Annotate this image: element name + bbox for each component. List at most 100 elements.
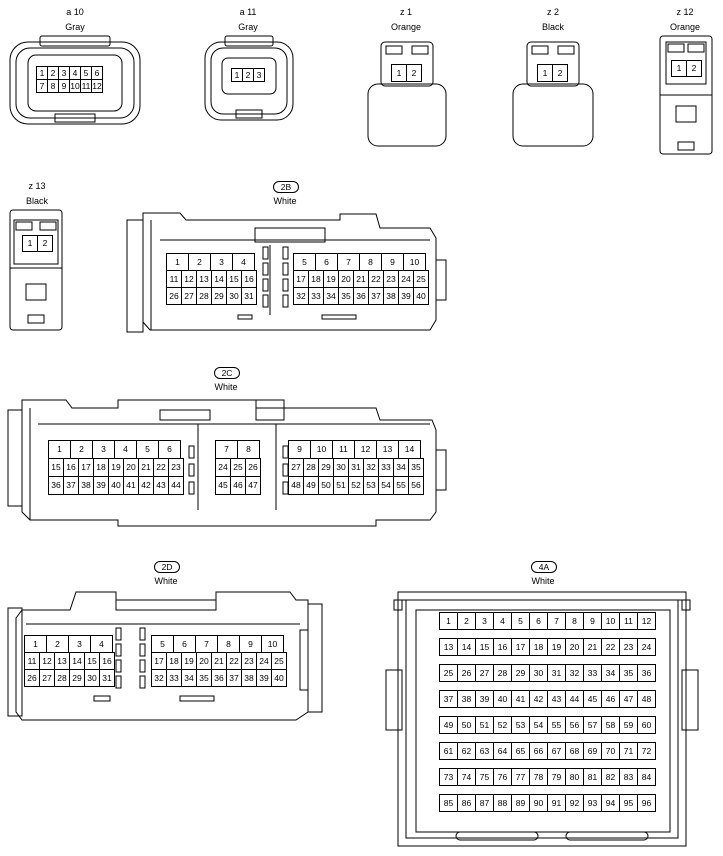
pin-4A-28: 28 (493, 664, 512, 682)
connector-a11-color: Gray (238, 22, 258, 32)
pin-2B-23: 23 (383, 270, 399, 288)
pin-2B-15: 15 (226, 270, 242, 288)
pin-2B-40: 40 (413, 287, 429, 305)
pin-2C-43: 43 (153, 476, 169, 495)
pin-2D-3: 3 (68, 635, 91, 653)
pin-4A-87: 87 (475, 794, 494, 812)
pin-z12-1: 1 (671, 60, 687, 77)
pin-4A-96: 96 (637, 794, 656, 812)
pin-2D-37: 37 (226, 669, 242, 687)
pin-2B-19: 19 (323, 270, 339, 288)
pin-4A-39: 39 (475, 690, 494, 708)
pin-2B-3: 3 (210, 253, 233, 271)
pin-z2-1: 1 (537, 64, 553, 82)
pin-2D-32: 32 (151, 669, 167, 687)
pin-2C-31: 31 (348, 458, 364, 477)
pin-2D-8: 8 (217, 635, 240, 653)
pin-2D-35: 35 (196, 669, 212, 687)
pin-4A-6: 6 (529, 612, 548, 630)
pin-z1-2: 2 (406, 64, 422, 82)
pin-4A-69: 69 (583, 742, 602, 760)
pin-2B-22: 22 (368, 270, 384, 288)
pin-4A-4: 4 (493, 612, 512, 630)
pin-4A-26: 26 (457, 664, 476, 682)
pin-2C-22: 22 (153, 458, 169, 477)
pin-4A-31: 31 (547, 664, 566, 682)
pin-4A-14: 14 (457, 638, 476, 656)
pin-2B-4: 4 (232, 253, 255, 271)
pin-2D-19: 19 (181, 652, 197, 670)
pin-2B-27: 27 (181, 287, 197, 305)
connector-z12-color: Orange (669, 22, 701, 32)
connector-a10-code: a 10 (66, 7, 84, 17)
pin-2D-38: 38 (241, 669, 257, 687)
pin-z12-2: 2 (686, 60, 702, 77)
connector-2C-code: 2C (214, 367, 240, 379)
pin-2D-6: 6 (173, 635, 196, 653)
pin-4A-17: 17 (511, 638, 530, 656)
pin-a10-12: 12 (91, 79, 103, 93)
pin-2C-16: 16 (63, 458, 79, 477)
pin-2B-30: 30 (226, 287, 242, 305)
pin-2C-50: 50 (318, 476, 334, 495)
pin-2C-54: 54 (378, 476, 394, 495)
pin-4A-33: 33 (583, 664, 602, 682)
pin-2C-28: 28 (303, 458, 319, 477)
pin-a10-7: 7 (36, 79, 48, 93)
pin-2B-32: 32 (293, 287, 309, 305)
pin-4A-70: 70 (601, 742, 620, 760)
pin-2C-36: 36 (48, 476, 64, 495)
pin-2C-46: 46 (230, 476, 246, 495)
pin-2D-29: 29 (69, 669, 85, 687)
pin-4A-85: 85 (439, 794, 458, 812)
pin-4A-93: 93 (583, 794, 602, 812)
connector-z2-code: z 2 (546, 7, 559, 17)
pin-2C-17: 17 (78, 458, 94, 477)
pin-4A-75: 75 (475, 768, 494, 786)
pin-4A-3: 3 (475, 612, 494, 630)
pin-4A-62: 62 (457, 742, 476, 760)
pin-2C-12: 12 (354, 440, 377, 459)
pin-2D-16: 16 (99, 652, 115, 670)
pin-4A-32: 32 (565, 664, 584, 682)
pin-2B-6: 6 (315, 253, 338, 271)
pin-2C-6: 6 (158, 440, 181, 459)
pin-2D-34: 34 (181, 669, 197, 687)
pin-4A-41: 41 (511, 690, 530, 708)
pin-4A-52: 52 (493, 716, 512, 734)
pin-4A-76: 76 (493, 768, 512, 786)
pin-2C-38: 38 (78, 476, 94, 495)
connector-a10-color: Gray (65, 22, 85, 32)
pin-2C-37: 37 (63, 476, 79, 495)
pin-2C-40: 40 (108, 476, 124, 495)
pin-2C-1: 1 (48, 440, 71, 459)
pin-2B-9: 9 (381, 253, 404, 271)
pin-2C-51: 51 (333, 476, 349, 495)
pin-2D-30: 30 (84, 669, 100, 687)
pin-2D-18: 18 (166, 652, 182, 670)
pin-2B-17: 17 (293, 270, 309, 288)
pin-4A-1: 1 (439, 612, 458, 630)
pin-2D-11: 11 (24, 652, 40, 670)
pin-2D-1: 1 (24, 635, 47, 653)
pin-4A-43: 43 (547, 690, 566, 708)
pin-2B-8: 8 (359, 253, 382, 271)
pin-2C-15: 15 (48, 458, 64, 477)
pin-2C-5: 5 (136, 440, 159, 459)
connector-z13-color: Black (25, 196, 48, 206)
pin-2D-36: 36 (211, 669, 227, 687)
connector-z1-color: Orange (390, 22, 422, 32)
pin-4A-63: 63 (475, 742, 494, 760)
pin-4A-57: 57 (583, 716, 602, 734)
pin-4A-53: 53 (511, 716, 530, 734)
pin-2C-45: 45 (215, 476, 231, 495)
pin-2C-10: 10 (310, 440, 333, 459)
pin-2B-16: 16 (241, 270, 257, 288)
connector-2D-color: White (154, 576, 178, 586)
pin-z13-2: 2 (37, 235, 53, 252)
pin-a10-11: 11 (80, 79, 92, 93)
pin-2B-36: 36 (353, 287, 369, 305)
pin-4A-24: 24 (637, 638, 656, 656)
pin-2B-5: 5 (293, 253, 316, 271)
pin-4A-55: 55 (547, 716, 566, 734)
